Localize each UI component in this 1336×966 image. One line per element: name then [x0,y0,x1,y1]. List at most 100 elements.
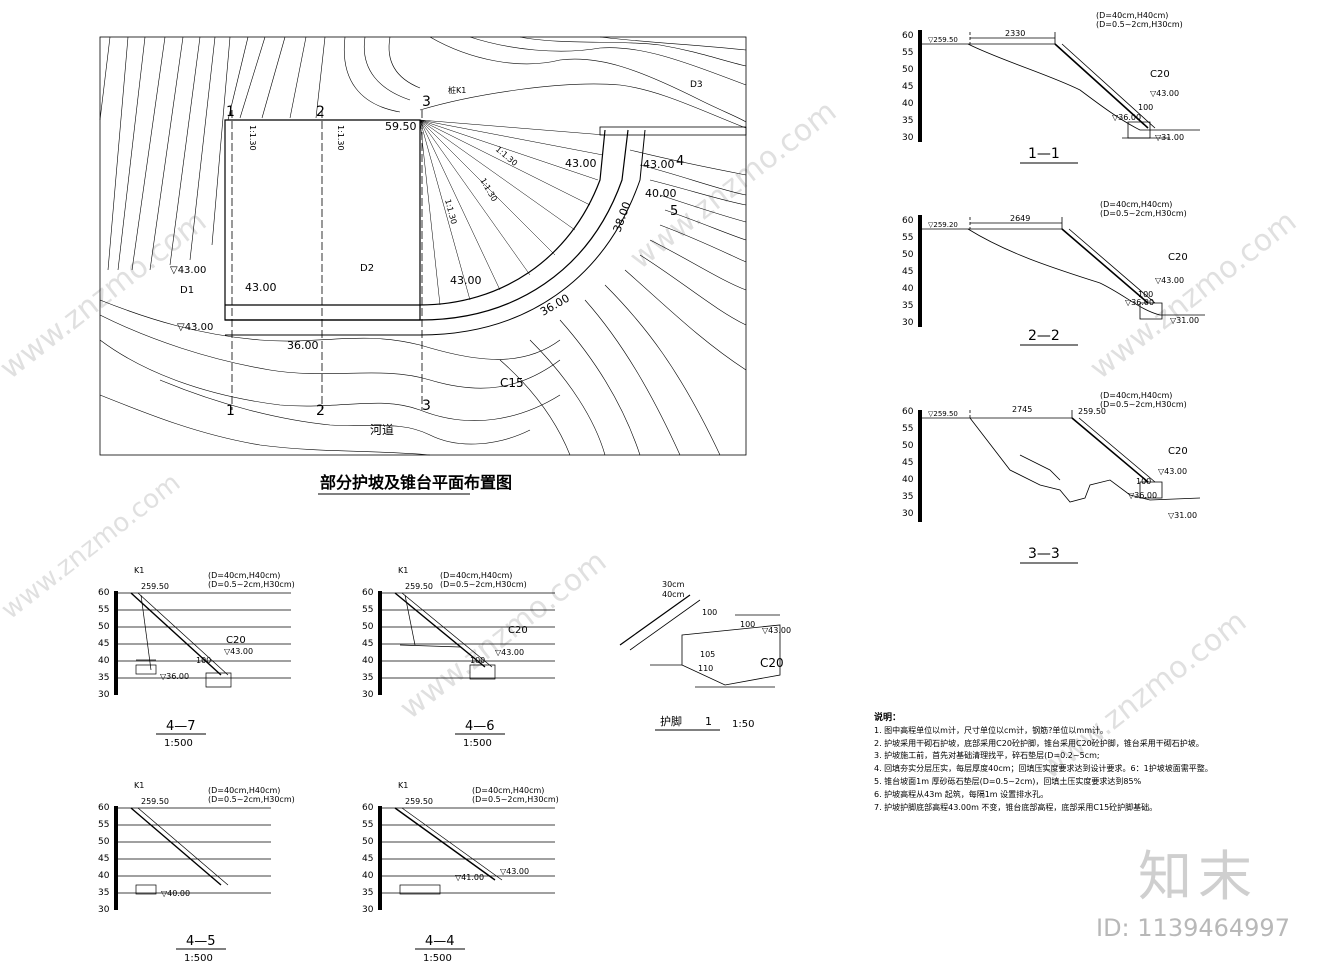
axis-tick: 45 [902,267,913,277]
cushion-label: (D=0.5~2cm,H30cm) [208,795,295,804]
elev-tri-43-a: ▽43.00 [170,265,206,276]
top-elev: 259.50 [405,582,433,591]
cushion-label: (D=0.5~2cm,H30cm) [1096,20,1183,29]
watermark-text: www.znzmo.com [623,94,843,276]
elev-38: 38.00 [611,200,634,234]
section-marker-5: 5 [670,204,678,219]
label-river: 河道 [370,423,394,437]
elev-3: ▽31.00 [1170,316,1199,325]
detail-c20: C20 [760,656,784,670]
axis-tick: 45 [98,639,109,649]
axis-tick: 50 [902,65,914,75]
elev-2: ▽36.00 [1128,491,1157,500]
axis-tick: 60 [98,803,110,813]
axis-tick: 40 [362,656,374,666]
plan-fan-lines [419,119,606,306]
plan-contours-top [419,36,747,129]
axis-tick: 45 [362,854,373,864]
cushion-label: (D=0.5~2cm,H30cm) [208,580,295,589]
c20-label: C20 [508,625,528,636]
axis-tick: 30 [362,905,374,915]
section-axis: 60 55 50 45 40 35 30 [902,216,914,328]
brand-id: ID: 1139464997 [1096,914,1290,942]
axis-tick: 35 [902,492,913,502]
slope-label-b: 1:1.30 [336,125,345,151]
section-scale: 1:500 [184,953,213,964]
detail-dim-a: 100 [702,608,717,617]
label-k1: 桩K1 [448,85,466,95]
toe-line [225,129,646,336]
elev-1: ▽43.00 [1150,89,1179,98]
lining-label: (D=40cm,H40cm) [1100,200,1172,209]
elev-2: ▽36.00 [1112,113,1141,122]
elev-2: ▽41.00 [455,873,484,882]
k1-label: K1 [134,781,144,790]
axis-tick: 40 [362,871,374,881]
section-caption: 4—6 [465,719,495,734]
label-d1: D1 [180,285,194,296]
c20-label: C20 [1168,446,1188,457]
axis-tick: 50 [902,250,914,260]
dim-100: 100 [470,656,485,665]
section-marker-3: 3 [422,94,431,110]
top-elev: 259.50 [405,797,433,806]
elev-3: ▽31.00 [1155,133,1184,142]
section-axis: 60 55 50 45 40 35 30 [362,803,374,915]
axis-tick: 55 [902,233,913,243]
axis-tick: 60 [362,588,374,598]
note-item: 1. 图中高程单位以m计，尺寸单位以cm计，钢筋?单位以mm计。 [874,725,1108,735]
detail-elev: ▽43.00 [762,626,791,635]
axis-tick: 30 [362,690,374,700]
axis-tick: 30 [902,133,914,143]
axis-tick: 60 [98,588,110,598]
axis-tick: 45 [902,82,913,92]
label-d3: D3 [690,80,703,90]
axis-tick: 40 [902,284,914,294]
label-d2: D2 [360,263,374,274]
elev-36-a: 36.00 [287,339,319,352]
dim-100: 100 [1138,103,1153,112]
slope-toe [225,129,629,321]
lining-label: (D=40cm,H40cm) [208,786,280,795]
axis-tick: 35 [98,673,109,683]
axis-tick: 45 [362,639,373,649]
section-2-2: 60 55 50 45 40 35 30 ▽259.20 2649 (D=40c… [902,200,1205,346]
axis-tick: 55 [362,605,373,615]
plan-view [99,36,747,456]
lining-label: (D=40cm,H40cm) [1100,391,1172,400]
plan-contours-right [499,149,747,456]
section-caption: 4—5 [186,934,216,949]
cushion-label: (D=0.5~2cm,H30cm) [1100,400,1187,409]
dim-100: 100 [1136,477,1151,486]
axis-tick: 40 [902,99,914,109]
detail-number: 1 [705,715,712,728]
note-item: 7. 护坡护脚底部高程43.00m 不变，锥台底部高程，底部采用C15砼护脚基础… [874,802,1158,812]
watermark-text: www.znzmo.com [1083,204,1303,386]
axis-tick: 55 [362,820,373,830]
elev-59-50: 59.50 [385,120,417,133]
k1-label: K1 [134,566,144,575]
width-dim: 2330 [1005,29,1025,38]
section-4-4: 60 55 50 45 40 35 30 K1 259.50 (D=40cm,H… [362,781,559,964]
section-caption: 3—3 [1028,546,1060,562]
axis-tick: 50 [362,837,374,847]
lining-label: (D=40cm,H40cm) [440,571,512,580]
axis-tick: 30 [98,905,110,915]
axis-tick: 35 [902,301,913,311]
section-marker-3b: 3 [422,398,431,414]
axis-tick: 60 [902,407,914,417]
elev-1: ▽43.00 [500,867,529,876]
top-elev: 259.50 [141,797,169,806]
axis-tick: 30 [902,509,914,519]
note-item: 5. 锥台坡面1m 厚砂砾石垫层(D=0.5~2cm)，回填土压实度要求达到85… [874,776,1142,786]
axis-tick: 55 [902,424,913,434]
detail-dim-40cm: 40cm [662,590,685,599]
section-caption: 4—7 [166,719,196,734]
section-scale: 1:500 [463,738,492,749]
elev-1: ▽43.00 [1158,467,1187,476]
detail-dim-d: 110 [698,664,713,673]
note-item: 3. 护坡施工前，首先对基础清理找平，碎石垫层(D=0.2~5cm; [874,751,1100,761]
section-marker-4: 4 [676,154,684,169]
detail-caption: 护脚 [660,714,682,728]
